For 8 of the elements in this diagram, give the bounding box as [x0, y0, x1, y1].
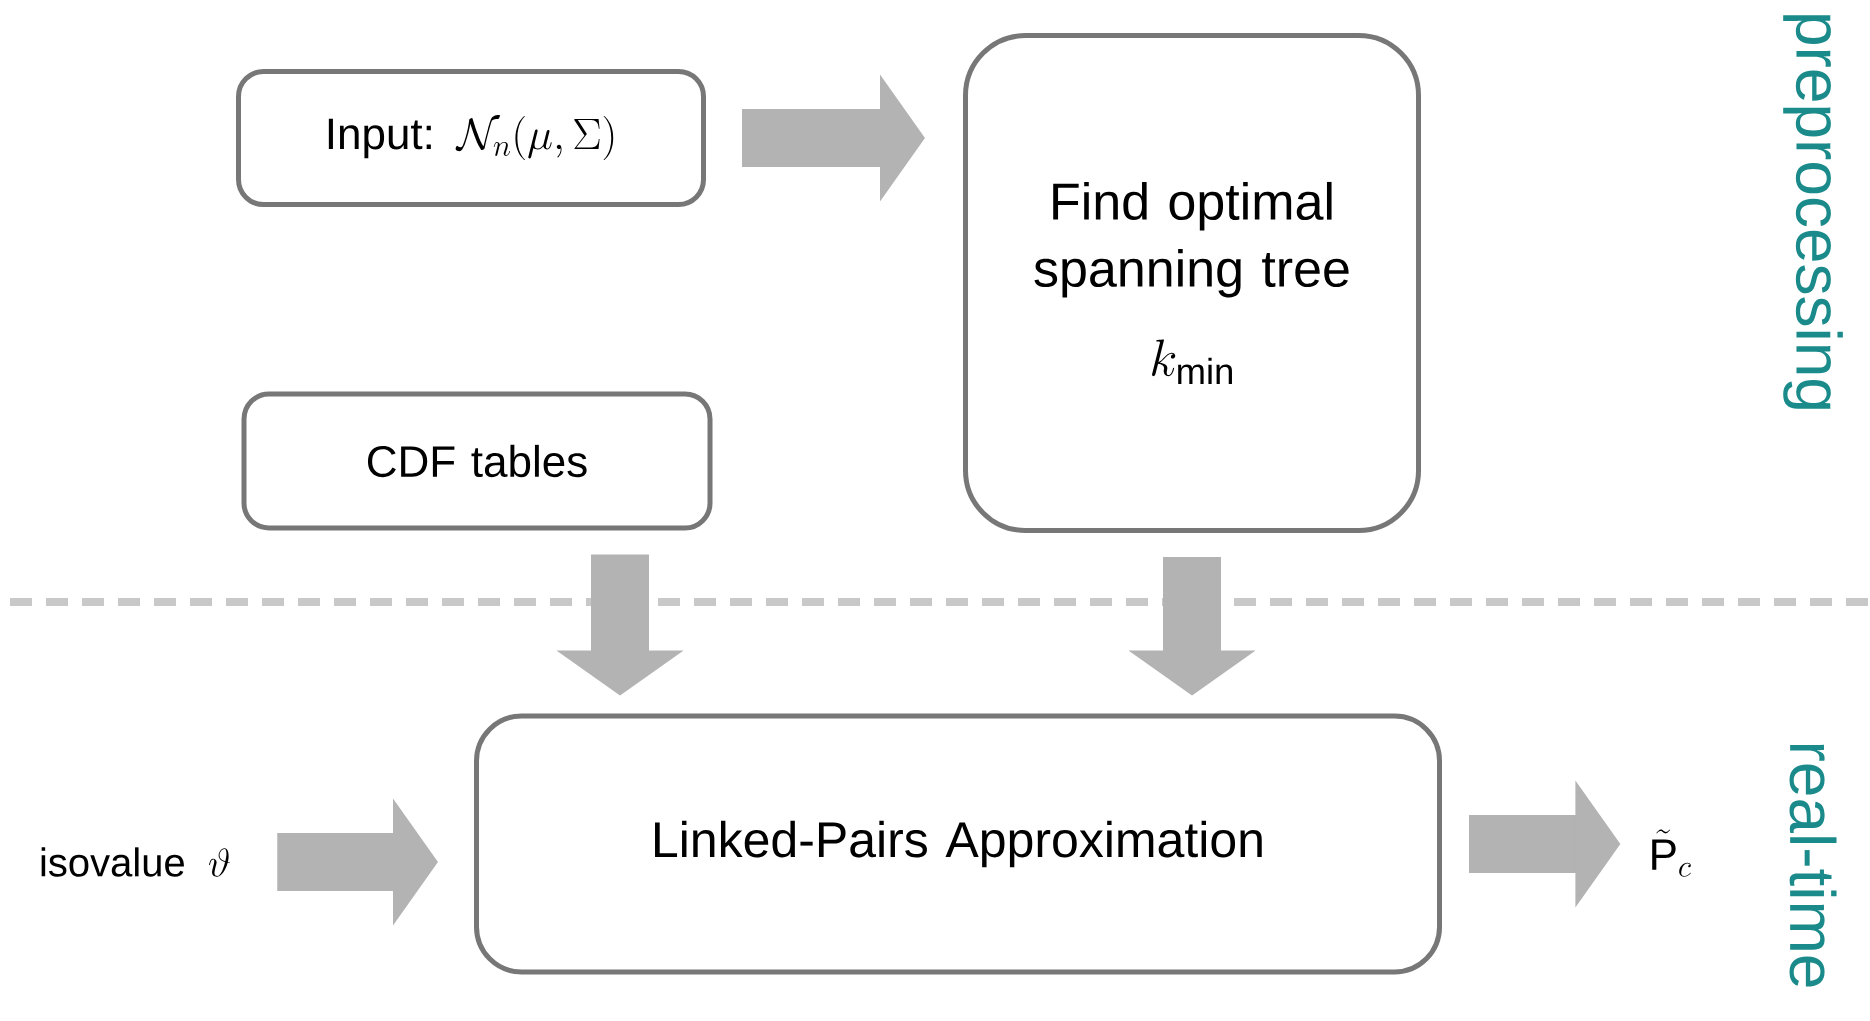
side-label: real-time	[1789, 744, 1837, 987]
side-label: preprocessing	[1783, 15, 1843, 409]
process-box: Linked-Pairs Approximation	[474, 713, 1442, 975]
input-box: Input: $\mathcal{N}_n(\mu, \Sigma)$	[236, 69, 706, 207]
output-label: $\tilde{\mathrm{P}}_c$	[1652, 829, 1691, 877]
input-box: CDF tables	[241, 391, 713, 531]
input-label: isovalue $\vartheta$	[41, 847, 230, 877]
process-box: Find optimal spanning tree $k_{\min}$	[963, 33, 1421, 533]
